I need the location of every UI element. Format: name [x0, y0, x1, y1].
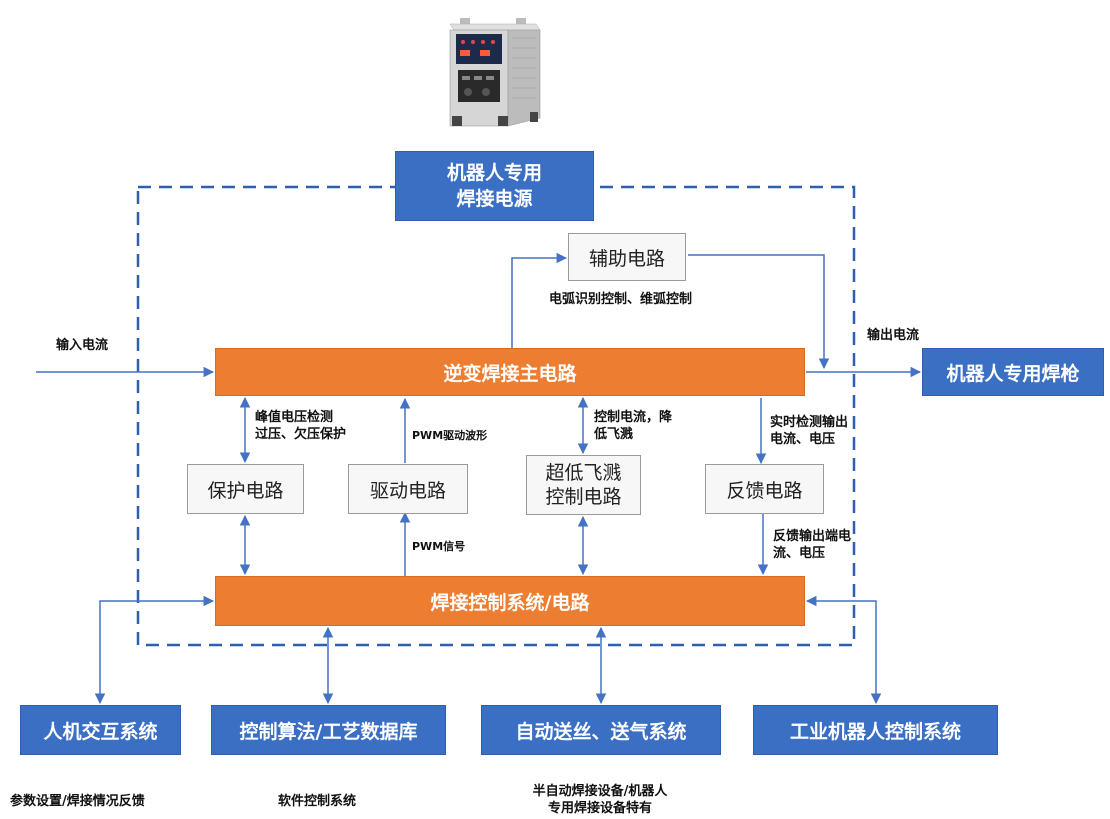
hmi-control-arrow	[94, 595, 215, 705]
output-current-label: 输出电流	[867, 328, 920, 343]
pwm-drive-label: PWM驱动波形	[412, 429, 488, 442]
main-circuit-box: 逆变焊接主电路	[215, 348, 805, 396]
robot-control-box: 工业机器人控制系统	[753, 705, 998, 755]
feedback-circuit-box: 反馈电路	[705, 464, 824, 514]
welding-power-source-image	[449, 18, 541, 127]
power-supply-box: 机器人专用 焊接电源	[395, 151, 594, 221]
semi-auto-label: 半自动焊接设备/机器人 专用焊接设备特有	[532, 784, 668, 816]
protect-circuit-box: 保护电路	[187, 464, 304, 514]
aux-circuit-box: 辅助电路	[568, 233, 686, 281]
hmi-box: 人机交互系统	[20, 705, 181, 755]
main-to-aux-arrow	[511, 252, 568, 348]
param-setting-label: 参数设置/焊接情况反馈	[10, 794, 145, 809]
current-control-label: 控制电流，降 低飞溅	[594, 410, 673, 442]
drive-circuit-box: 驱动电路	[348, 464, 468, 514]
aux-to-main-arrow	[688, 254, 830, 370]
wire-feed-box: 自动送丝、送气系统	[481, 705, 721, 755]
algorithm-box: 控制算法/工艺数据库	[211, 705, 446, 755]
peak-voltage-label: 峰值电压检测 过压、欠压保护	[255, 410, 347, 442]
input-current-label: 输入电流	[56, 338, 109, 353]
realtime-detect-label: 实时检测输出 电流、电压	[770, 415, 849, 447]
pwm-signal-label: PWM信号	[412, 540, 466, 553]
control-system-box: 焊接控制系统/电路	[215, 576, 805, 626]
software-control-label: 软件控制系统	[278, 794, 357, 809]
feedback-output-label: 反馈输出端电 流、电压	[773, 529, 852, 561]
arc-control-label: 电弧识别控制、维弧控制	[549, 292, 693, 307]
torch-box: 机器人专用焊枪	[922, 348, 1104, 396]
robot-control-arrow	[805, 595, 882, 705]
spatter-circuit-box: 超低飞溅 控制电路	[526, 455, 641, 515]
